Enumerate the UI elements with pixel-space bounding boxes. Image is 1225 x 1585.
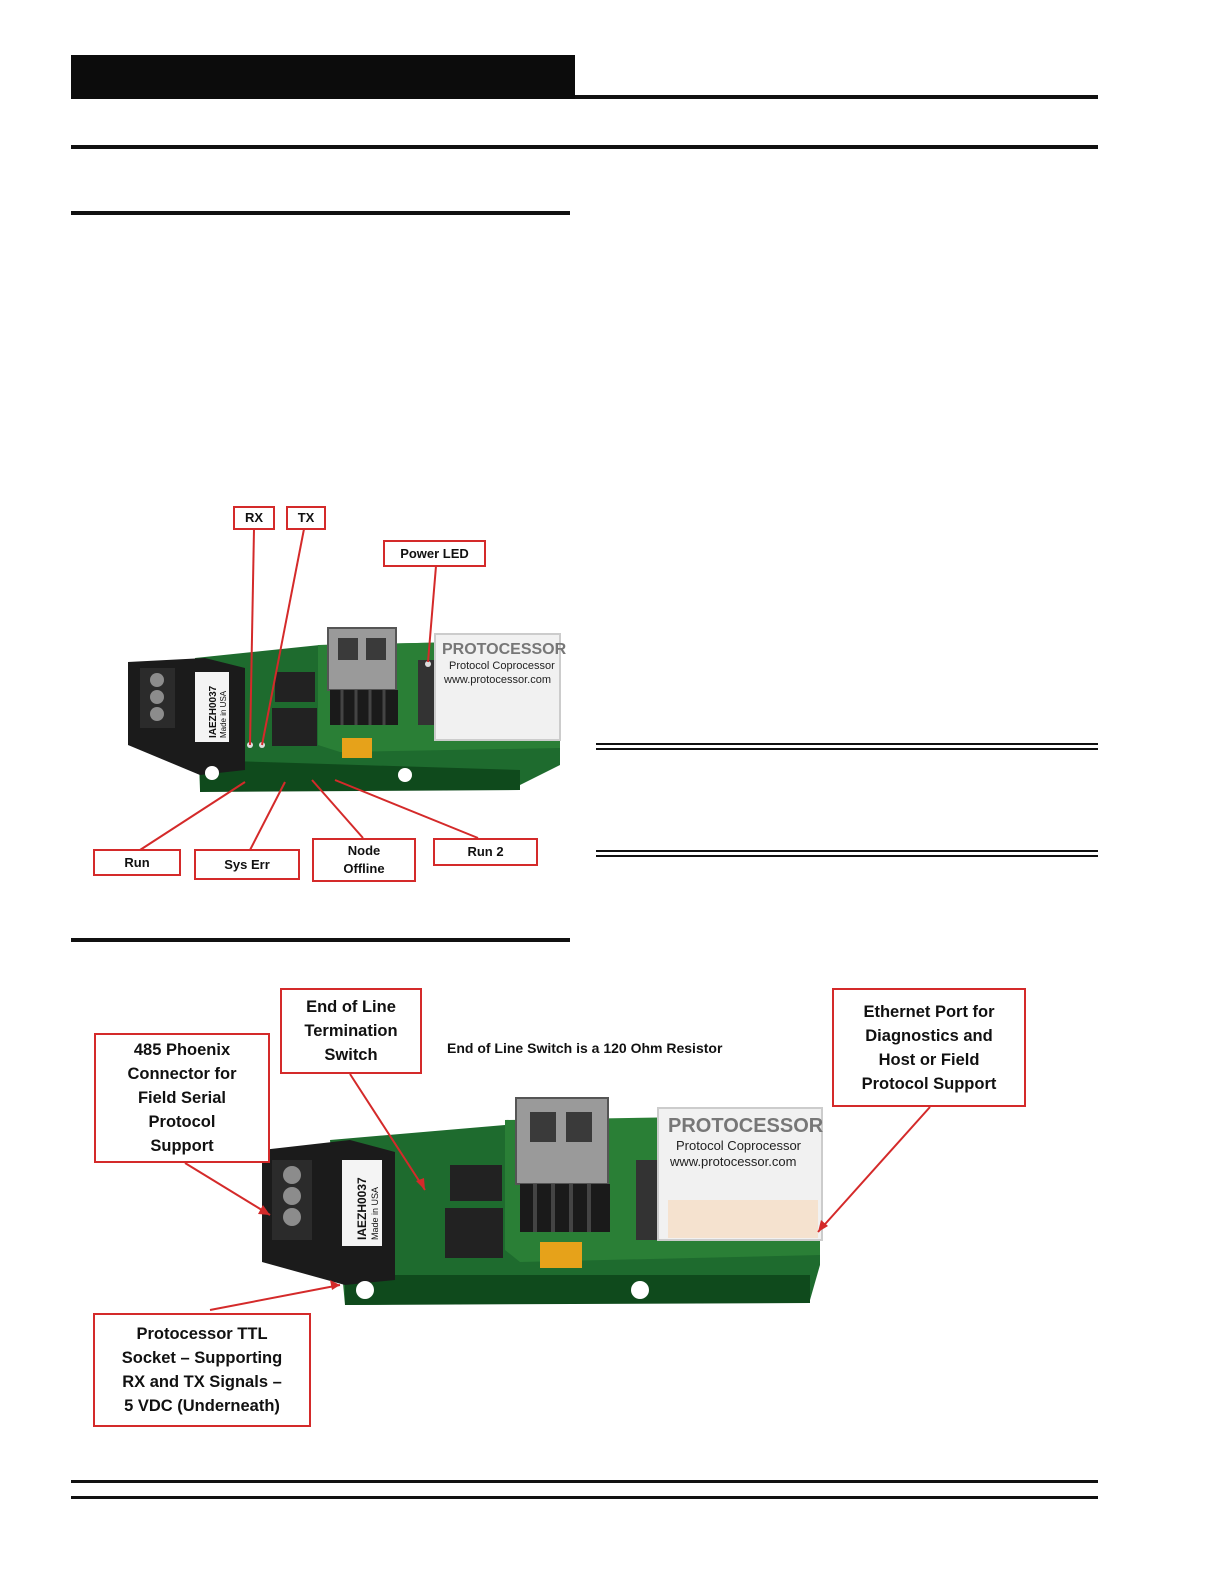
end-of-line-note: End of Line Switch is a 120 Ohm Resistor xyxy=(447,1040,723,1056)
figure2-board-url: www.protocessor.com xyxy=(669,1154,796,1169)
header-bar xyxy=(71,55,575,99)
figure2-board-brand: PROTOCESSOR xyxy=(668,1115,824,1137)
callout-run: Run xyxy=(93,849,181,876)
callout-run-2: Run 2 xyxy=(433,838,538,866)
left-column-rule-bottom xyxy=(71,938,570,942)
section-rule-top xyxy=(71,145,1098,149)
footer-rule-2 xyxy=(71,1496,1098,1499)
callout-ttl-socket: Protocessor TTL Socket – Supporting RX a… xyxy=(93,1313,311,1427)
figure1-board-brand: PROTOCESSOR xyxy=(442,641,567,658)
callout-sys-err: Sys Err xyxy=(194,849,300,880)
right-double-rule-2b xyxy=(596,855,1098,857)
figure1-board-subtitle: Protocol Coprocessor xyxy=(449,660,555,672)
callout-ethernet-port: Ethernet Port for Diagnostics and Host o… xyxy=(832,988,1026,1107)
figure1-board-url: www.protocessor.com xyxy=(443,674,551,686)
footer-rule-1 xyxy=(71,1480,1098,1483)
callout-node-offline: Node Offline xyxy=(312,838,416,882)
callout-rx: RX xyxy=(233,506,275,530)
callout-tx: TX xyxy=(286,506,326,530)
callout-end-of-line-switch: End of Line Termination Switch xyxy=(280,988,422,1074)
left-column-rule xyxy=(71,211,570,215)
right-double-rule-1b xyxy=(596,748,1098,750)
right-double-rule-2a xyxy=(596,850,1098,852)
callout-power-led: Power LED xyxy=(383,540,486,567)
figure2-connector-sub: Made in USA xyxy=(370,1187,380,1240)
callout-485-phoenix-connector: 485 Phoenix Connector for Field Serial P… xyxy=(94,1033,270,1163)
figure1-connector-sub: Made in USA xyxy=(219,690,228,738)
figure2-connector-label: IAEZH0037 xyxy=(355,1177,369,1240)
right-double-rule-1a xyxy=(596,743,1098,745)
header-rule xyxy=(575,95,1098,99)
figure1-connector-label: IAEZH0037 xyxy=(208,685,219,738)
figure2-board-subtitle: Protocol Coprocessor xyxy=(676,1138,802,1153)
